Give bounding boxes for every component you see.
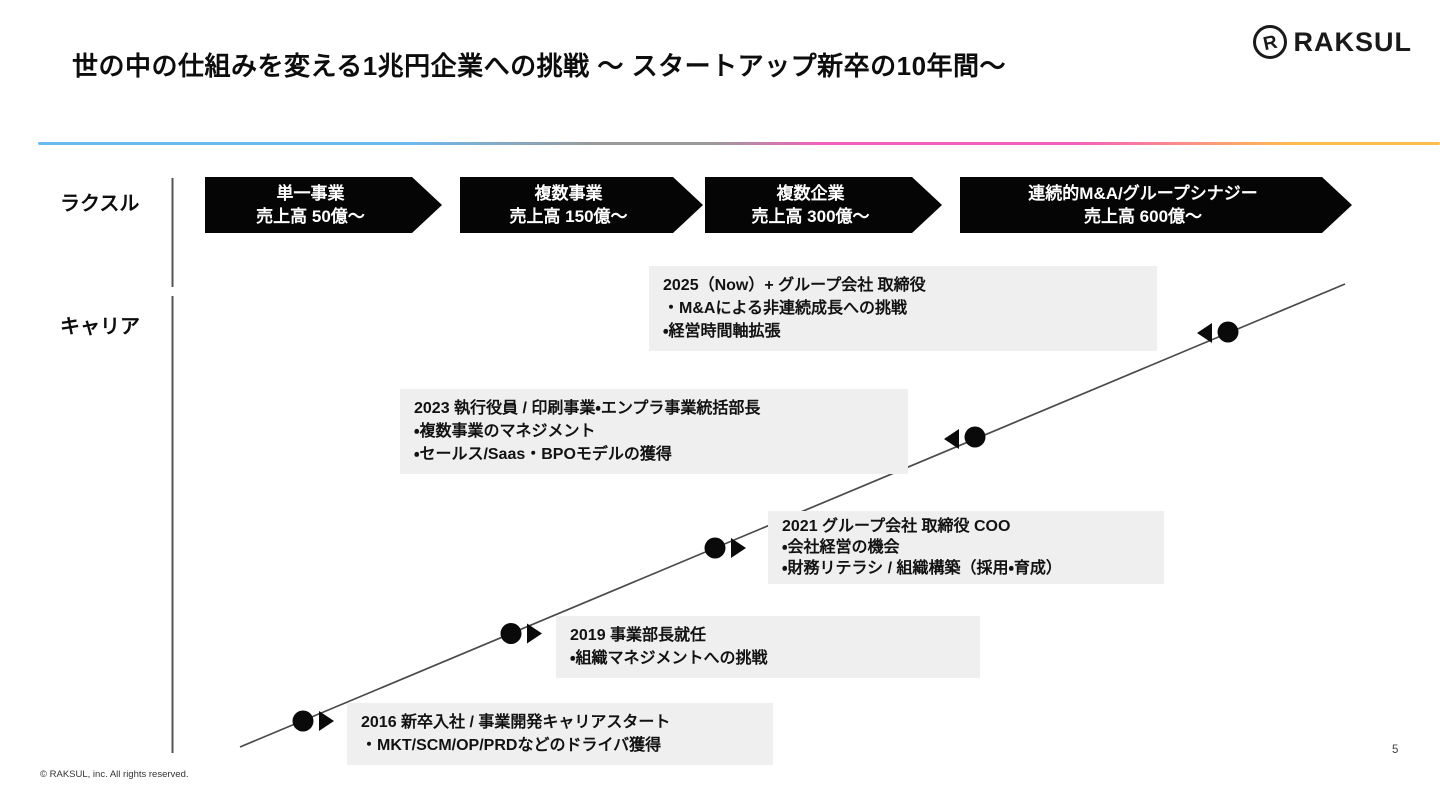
- accent-divider: [38, 142, 1440, 145]
- milestone-bullet: ・会社経営の機会: [782, 539, 900, 556]
- stage-arrow-multi-business: 複数事業 売上高 150億〜: [460, 177, 703, 233]
- stage-title: 単一事業: [276, 183, 345, 203]
- milestone-title: 2019 事業部長就任: [570, 627, 707, 644]
- raksul-logo-text: RAKSUL: [1293, 26, 1412, 57]
- milestone-bullet: ・組織マネジメントへの挑戦: [570, 650, 768, 667]
- row-label-raksul: ラクスル: [60, 193, 140, 215]
- stage-arrow-single-business: 単一事業 売上高 50億〜: [205, 177, 442, 233]
- page-number: 5: [1392, 744, 1399, 756]
- milestone-marker-2023: [944, 426, 986, 449]
- milestone-bullet: ・セールス/Saas・BPOモデルの獲得: [414, 446, 672, 463]
- milestone-arrow-right-icon: [527, 623, 542, 644]
- milestone-marker-2021: [704, 537, 746, 559]
- milestone-arrow-left-icon: [1197, 323, 1212, 343]
- milestone-title: 2025（Now）+ グループ会社 取締役: [663, 277, 926, 294]
- milestone-box-2016: 2016 新卒入社 / 事業開発キャリアスタート ・MKT/SCM/OP/PRD…: [347, 703, 773, 765]
- milestone-title: 2021 グループ会社 取締役 COO: [782, 518, 1011, 535]
- milestone-bullet: ・経営時間軸拡張: [663, 323, 781, 340]
- raksul-logo: R RAKSUL: [1252, 24, 1413, 60]
- page-title: 世の中の仕組みを変える1兆円企業への挑戦 〜 スタートアップ新卒の10年間〜: [72, 51, 1007, 81]
- milestone-bullet: ・複数事業のマネジメント: [414, 423, 596, 440]
- milestone-bullet: ・MKT/SCM/OP/PRDなどのドライバ獲得: [361, 737, 662, 754]
- milestone-arrow-left-icon: [944, 429, 959, 449]
- stage-title: 連続的M&A/グループシナジー: [1028, 183, 1258, 203]
- milestone-box-2019: 2019 事業部長就任 ・組織マネジメントへの挑戦: [556, 616, 980, 678]
- svg-text:R: R: [1261, 32, 1279, 55]
- milestone-box-2023: 2023 執行役員 / 印刷事業・エンプラ事業統括部長 ・複数事業のマネジメント…: [400, 389, 908, 474]
- copyright-note: © RAKSUL, inc. All rights reserved.: [40, 769, 189, 780]
- milestone-dot: [964, 426, 986, 448]
- milestone-arrow-right-icon: [319, 711, 334, 731]
- stage-title: 複数事業: [534, 183, 603, 203]
- milestone-dot: [704, 537, 726, 559]
- milestone-dot: [1217, 321, 1239, 343]
- milestone-marker-2025: [1197, 321, 1239, 343]
- milestone-box-2021: 2021 グループ会社 取締役 COO ・会社経営の機会 ・財務リテラシ / 組…: [768, 511, 1164, 584]
- milestone-bullet: ・M&Aによる非連続成長への挑戦: [663, 300, 907, 317]
- stage-title: 複数企業: [776, 183, 845, 203]
- stage-revenue: 売上高 600億〜: [1083, 207, 1203, 226]
- milestone-arrow-right-icon: [731, 538, 746, 558]
- stage-revenue: 売上高 50億〜: [256, 207, 365, 226]
- milestone-marker-2019: [500, 623, 542, 644]
- milestone-box-2025: 2025（Now）+ グループ会社 取締役 ・M&Aによる非連続成長への挑戦 ・…: [649, 266, 1157, 351]
- milestone-title: 2023 執行役員 / 印刷事業・エンプラ事業統括部長: [414, 400, 761, 417]
- raksul-logo-mark-icon: R: [1252, 25, 1287, 59]
- milestone-title: 2016 新卒入社 / 事業開発キャリアスタート: [361, 714, 671, 731]
- row-label-career: キャリア: [60, 316, 140, 338]
- milestone-bullet: ・財務リテラシ / 組織構築（採用・育成）: [782, 560, 1062, 577]
- milestone-dot: [292, 710, 314, 732]
- stage-revenue: 売上高 150億〜: [509, 207, 628, 226]
- milestone-dot: [500, 623, 522, 644]
- milestone-marker-2016: [292, 710, 334, 732]
- stage-arrow-ma-synergy: 連続的M&A/グループシナジー 売上高 600億〜: [960, 177, 1352, 233]
- stage-revenue: 売上高 300億〜: [751, 207, 870, 226]
- stage-arrow-multi-company: 複数企業 売上高 300億〜: [705, 177, 942, 233]
